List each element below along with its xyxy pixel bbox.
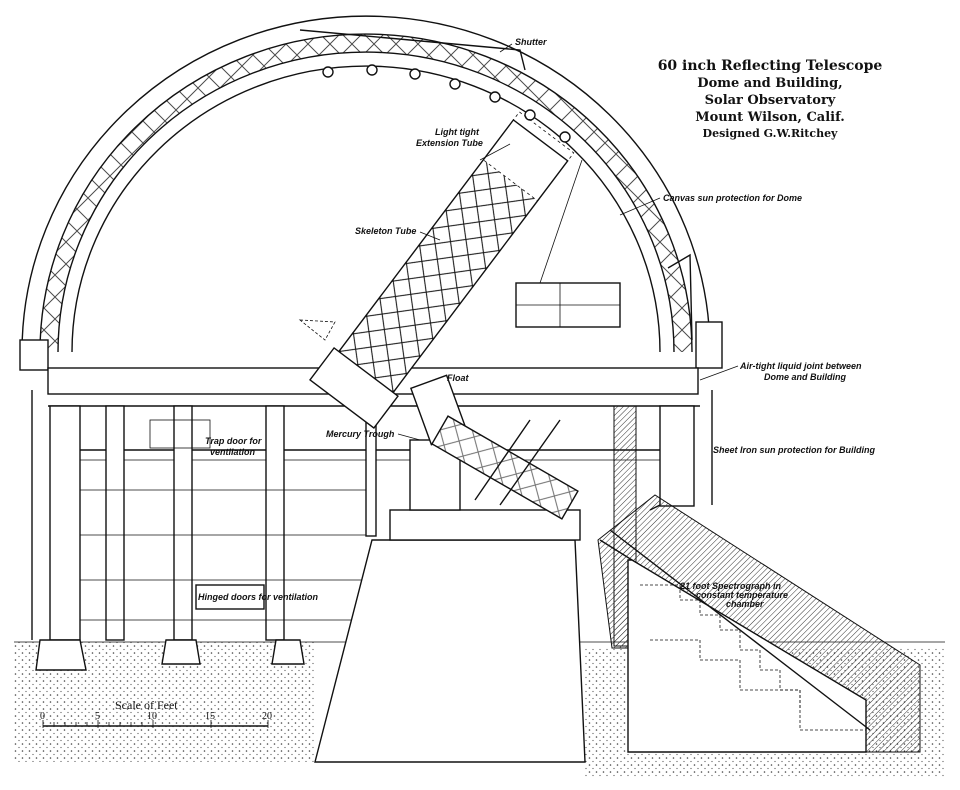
- label-skeleton-tube: Skeleton Tube: [355, 226, 416, 236]
- label-shutter: Shutter: [515, 37, 547, 47]
- title-line-5: Designed G.W.Ritchey: [703, 127, 839, 140]
- dome: [19, 15, 723, 371]
- footings: [35, 639, 305, 671]
- shutter-holes: [322, 64, 571, 143]
- scale-tick-5: 5: [95, 711, 100, 722]
- label-spectrograph-2: constant temperature: [696, 590, 788, 600]
- label-spectrograph-3: chamber: [726, 599, 764, 609]
- diagram-title: 60 inch Reflecting Telescope Dome and Bu…: [658, 58, 883, 140]
- title-line-3: Solar Observatory: [705, 93, 836, 108]
- spectrograph-chamber: [597, 494, 921, 753]
- label-canvas: Canvas sun protection for Dome: [663, 193, 802, 203]
- scale-tick-10: 10: [147, 711, 157, 722]
- label-joint-2: Dome and Building: [764, 372, 847, 382]
- title-line-4: Mount Wilson, Calif.: [695, 110, 845, 125]
- label-float: Float: [447, 373, 470, 383]
- scale-title: Scale of Feet: [115, 698, 178, 712]
- label-spectrograph-1: 21 foot Spectrograph in: [679, 581, 782, 591]
- title-line-1: 60 inch Reflecting Telescope: [658, 58, 883, 74]
- label-extension-tube-1: Light tight: [435, 127, 480, 137]
- telescope-pier: [314, 539, 586, 763]
- label-sheet-iron: Sheet Iron sun protection for Building: [713, 445, 875, 455]
- label-joint-1: Air-tight liquid joint between: [739, 361, 862, 371]
- label-extension-tube-2: Extension Tube: [416, 138, 483, 148]
- telescope: [298, 111, 579, 520]
- wall-panels: [80, 419, 366, 621]
- title-line-2: Dome and Building,: [697, 76, 842, 91]
- label-trap-door-1: Trap door for: [205, 436, 262, 446]
- scale-tick-20: 20: [262, 711, 272, 722]
- scale-tick-0: 0: [40, 711, 45, 722]
- callouts: Shutter Light tight Extension Tube Skele…: [198, 37, 875, 609]
- label-trap-door-2: ventilation: [210, 447, 256, 457]
- label-hinged-doors: Hinged doors for ventilation: [198, 592, 319, 602]
- label-mercury-trough: Mercury Trough: [326, 429, 395, 439]
- scale-tick-15: 15: [205, 711, 215, 722]
- scale-of-feet: Scale of Feet 0 5 10 15 20: [40, 698, 272, 728]
